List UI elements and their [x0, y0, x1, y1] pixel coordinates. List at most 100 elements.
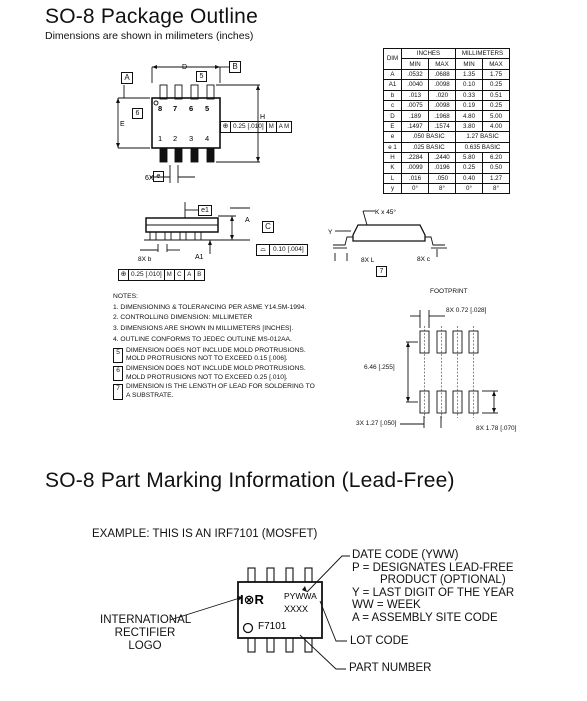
callout-part-number: PART NUMBER	[349, 662, 432, 674]
footprint-pitch-label: 3X 1.27 [.050]	[356, 420, 397, 427]
fcf3-ref-a: A	[184, 269, 195, 281]
table-cell: K	[383, 162, 402, 174]
callout-date-line-6: A = ASSEMBLY SITE CODE	[352, 612, 498, 625]
note-5: 5 DIMENSION DOES NOT INCLUDE MOLD PROTRU…	[113, 346, 315, 363]
table-cell: A	[383, 68, 402, 81]
table-cell: 0.40	[455, 172, 483, 185]
table-cell: .050	[428, 172, 456, 185]
footprint-title: FOOTPRINT	[430, 288, 468, 295]
note-5-line-1: DIMENSION DOES NOT INCLUDE MOLD PROTRUSI…	[126, 346, 306, 354]
note-5-ref-box: 5	[196, 71, 207, 82]
table-cell: 4.00	[482, 120, 510, 133]
note-7-ref-box: 7	[376, 266, 387, 277]
table-cell: 8°	[428, 183, 456, 195]
table-cell: L	[383, 172, 402, 185]
table-cell: .2284	[401, 151, 429, 164]
table-cell: 0.51	[482, 89, 510, 101]
table-cell: .0532	[401, 68, 429, 81]
datum-C-box: C	[262, 221, 274, 233]
position-symbol-icon: ⊕	[118, 269, 129, 281]
table-cell: c	[383, 99, 402, 112]
fcf-position-2: ⊕ 0.25 [.010] M C A B	[118, 269, 205, 281]
table-cell: e	[383, 131, 402, 143]
note-6: 6 DIMENSION DOES NOT INCLUDE MOLD PROTRU…	[113, 365, 315, 382]
fcf3-ref-b: B	[194, 269, 205, 281]
dim-K-label: K x 45°	[375, 208, 396, 216]
table-cell: .013	[401, 89, 429, 101]
dim-c-label: 8X c	[417, 256, 431, 263]
table-cell: .0098	[428, 79, 456, 91]
dim-E-label: E	[120, 121, 125, 128]
callout-logo-line-3: LOGO	[128, 640, 162, 653]
marking-lot-text: XXXX	[284, 604, 308, 614]
note-7: 7 DIMENSION IS THE LENGTH OF LEAD FOR SO…	[113, 384, 315, 400]
table-cell: .0075	[401, 99, 429, 112]
pin-3-label: 3	[189, 134, 193, 143]
table-cell: A1	[383, 79, 402, 91]
table-cell: 3.80	[455, 120, 483, 133]
note-6-ref-box: 6	[132, 108, 143, 119]
datum-B-box: B	[229, 61, 241, 73]
note-6-line-2: MOLD PROTRUSIONS NOT TO EXCEED 0.25 [.01…	[126, 373, 288, 381]
table-cell: 0.25	[482, 99, 510, 112]
pin-2-label: 2	[173, 134, 177, 143]
marking-example: EXAMPLE: THIS IS AN IRF7101 (MOSFET)	[92, 528, 318, 540]
dim-D-label: D	[182, 64, 187, 71]
table-cell: 1.35	[455, 68, 483, 81]
callout-date-line-2: P = DESIGNATES LEAD-FREE	[352, 562, 514, 575]
table-cell: .0099	[401, 162, 429, 174]
pin-8-label: 8	[158, 104, 162, 113]
callout-date-line-4: Y = LAST DIGIT OF THE YEAR	[352, 587, 515, 600]
table-cell: .0688	[428, 68, 456, 81]
footprint-pad-length-label: 8X 1.78 [.070]	[476, 425, 517, 432]
note-5-number: 5	[113, 347, 123, 363]
notes-section: NOTES: 1. DIMENSIONING & TOLERANCING PER…	[113, 293, 315, 400]
dim-e-box: e	[153, 171, 164, 182]
table-header-inches: INCHES	[401, 47, 456, 60]
table-cell: 1.75	[482, 68, 510, 81]
table-cell: .016	[401, 172, 429, 185]
table-cell: 5.00	[482, 110, 510, 122]
callout-date-line-1: DATE CODE (YWW)	[352, 549, 459, 561]
top-view-drawing: D H E 8 7 6 5 1 2 3 4 6X	[116, 64, 265, 183]
marking-part-text: F7101	[258, 621, 287, 632]
table-cell: .0040	[401, 79, 429, 91]
notes-heading: NOTES:	[113, 293, 138, 300]
table-cell: .050 BASIC	[401, 131, 456, 143]
table-cell: 4.80	[455, 110, 483, 122]
note-1: 1. DIMENSIONING & TOLERANCING PER ASME Y…	[113, 303, 307, 311]
fcf2-value: 0.10 [.004]	[270, 244, 308, 256]
dim-A-side-label: A	[245, 217, 250, 224]
note-6-number: 6	[113, 365, 123, 382]
pin-6-label: 6	[189, 104, 193, 113]
fcf-profile: ⌓ 0.10 [.004]	[256, 244, 308, 256]
fcf3-modifier: M	[164, 269, 175, 281]
package-outline-title: SO-8 Package Outline	[45, 5, 258, 28]
table-cell: 0.33	[455, 89, 483, 101]
table-cell: 0.25	[482, 79, 510, 91]
footprint-pad-width-label: 8X 0.72 [.028]	[446, 307, 487, 314]
table-cell: 0°	[401, 183, 429, 195]
pin-4-label: 4	[205, 134, 209, 143]
table-cell: 0.19	[455, 99, 483, 112]
table-cell: 1.27	[482, 172, 510, 185]
fcf1-ref: A M	[276, 121, 293, 133]
dimension-table: DIM INCHES MILLIMETERS MIN MAX MIN MAX A…	[383, 47, 510, 195]
ir-logo-icon: I⊗R	[240, 592, 265, 607]
table-cell: .189	[401, 110, 429, 122]
note-7-number: 7	[113, 384, 123, 400]
table-cell: b	[383, 89, 402, 101]
table-cell: 5.80	[455, 151, 483, 164]
note-7-line-2: A SUBSTRATE.	[126, 392, 174, 400]
dim-A1-label: A1	[195, 254, 204, 261]
